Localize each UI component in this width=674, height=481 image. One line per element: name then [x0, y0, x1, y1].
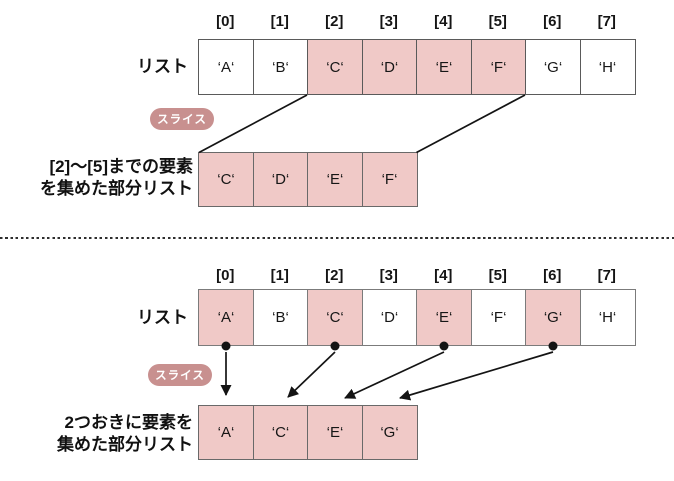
list-label: リスト [137, 308, 188, 327]
index-label: [3] [379, 267, 398, 284]
index-row-range: [0] [1] [2] [3] [4] [5] [6] [7] [198, 13, 634, 31]
index-label: [0] [216, 267, 235, 284]
slice-badge: スライス [150, 108, 214, 130]
result-caption-step: 2つおきに要素を 集めた部分リスト [8, 412, 193, 456]
index-label: [6] [543, 267, 562, 284]
list-cell: ‘D‘ [361, 39, 418, 95]
slice-connector-left [198, 94, 308, 154]
list-cell: ‘G‘ [525, 39, 581, 95]
index-label: [6] [543, 13, 562, 30]
list-cell: ‘H‘ [579, 289, 636, 346]
result-cell: ‘D‘ [252, 152, 309, 207]
result-cell: ‘C‘ [252, 405, 309, 460]
index-label: [1] [270, 267, 289, 284]
index-label: [4] [434, 13, 453, 30]
list-cell: ‘B‘ [252, 289, 309, 346]
source-list-step: ‘A‘ ‘B‘ ‘C‘ ‘D‘ ‘E‘ ‘F‘ ‘G‘ ‘H‘ [198, 289, 636, 346]
result-cell: ‘C‘ [198, 152, 254, 207]
index-label: [7] [597, 13, 616, 30]
slice-badge: スライス [148, 364, 212, 386]
result-cell: ‘E‘ [307, 405, 363, 460]
caption-line-1: [2]～[5]までの要素 [49, 157, 193, 176]
caption-line-1: 2つおきに要素を [64, 413, 193, 432]
index-label: [5] [488, 267, 507, 284]
list-cell: ‘C‘ [307, 289, 363, 346]
list-cell: ‘B‘ [252, 39, 309, 95]
list-cell: ‘H‘ [579, 39, 636, 95]
list-cell: ‘F‘ [470, 289, 527, 346]
result-cell: ‘G‘ [361, 405, 418, 460]
list-label: リスト [137, 57, 188, 76]
section-separator [0, 237, 674, 239]
slice-arrow [399, 351, 554, 401]
result-cell: ‘E‘ [307, 152, 363, 207]
slice-connector-right [416, 94, 526, 154]
result-cell: ‘A‘ [198, 405, 254, 460]
list-cell: ‘F‘ [470, 39, 527, 95]
list-cell: ‘E‘ [416, 39, 472, 95]
index-label: [5] [488, 13, 507, 30]
list-cell: ‘G‘ [525, 289, 581, 346]
source-list-range: ‘A‘ ‘B‘ ‘C‘ ‘D‘ ‘E‘ ‘F‘ ‘G‘ ‘H‘ [198, 39, 636, 95]
index-label: [4] [434, 267, 453, 284]
result-list-step: ‘A‘ ‘C‘ ‘E‘ ‘G‘ [198, 405, 418, 460]
list-cell: ‘A‘ [198, 289, 254, 346]
index-label: [2] [325, 13, 344, 30]
result-caption-range: [2]～[5]までの要素 を集めた部分リスト [8, 156, 193, 200]
slice-arrow [287, 351, 336, 398]
list-cell: ‘C‘ [307, 39, 363, 95]
index-label: [3] [379, 13, 398, 30]
result-cell: ‘F‘ [361, 152, 418, 207]
caption-line-2: 集めた部分リスト [57, 435, 193, 454]
list-cell: ‘E‘ [416, 289, 472, 346]
index-row-step: [0] [1] [2] [3] [4] [5] [6] [7] [198, 267, 634, 285]
index-label: [1] [270, 13, 289, 30]
slice-arrow [344, 351, 445, 399]
index-label: [0] [216, 13, 235, 30]
list-cell: ‘A‘ [198, 39, 254, 95]
list-cell: ‘D‘ [361, 289, 418, 346]
index-label: [2] [325, 267, 344, 284]
index-label: [7] [597, 267, 616, 284]
result-list-range: ‘C‘ ‘D‘ ‘E‘ ‘F‘ [198, 152, 418, 207]
caption-line-2: を集めた部分リスト [40, 179, 193, 198]
